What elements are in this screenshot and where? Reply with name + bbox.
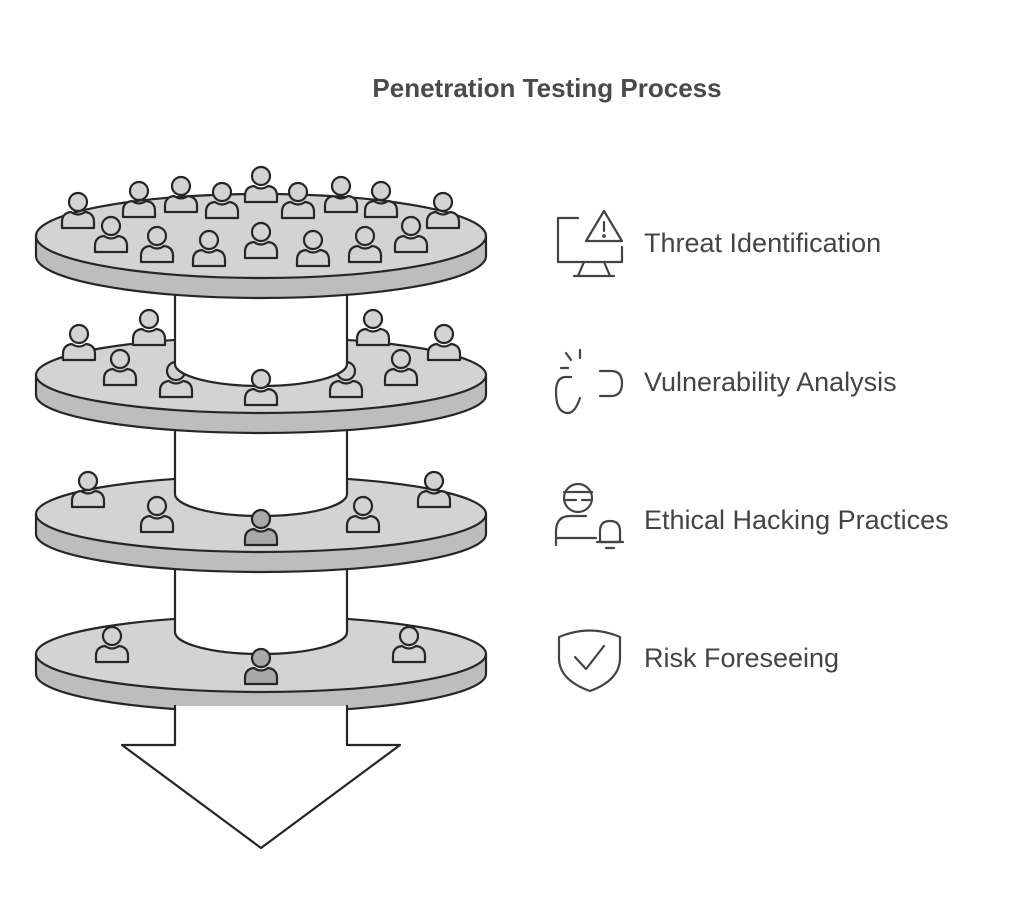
label-threat-identification: Threat Identification	[644, 228, 881, 258]
column-segment	[173, 290, 349, 407]
shield-check-icon	[557, 629, 622, 693]
broken-link-icon	[554, 348, 624, 415]
diagram-title: Penetration Testing Process	[372, 73, 721, 103]
layer-threat-identification	[34, 165, 488, 300]
person-icon	[426, 323, 462, 362]
hacker-alert-icon	[554, 482, 625, 550]
person-icon	[61, 323, 97, 362]
person-icon	[323, 175, 359, 214]
person-icon	[131, 308, 167, 347]
label-risk-foreseeing: Risk Foreseeing	[644, 643, 839, 673]
person-icon	[355, 308, 391, 347]
person-icon	[243, 165, 279, 204]
down-arrow	[120, 704, 402, 850]
label-vulnerability-analysis: Vulnerability Analysis	[644, 367, 897, 397]
person-icon	[163, 175, 199, 214]
label-ethical-hacking-practices: Ethical Hacking Practices	[644, 505, 949, 535]
monitor-warning-icon	[556, 209, 624, 278]
